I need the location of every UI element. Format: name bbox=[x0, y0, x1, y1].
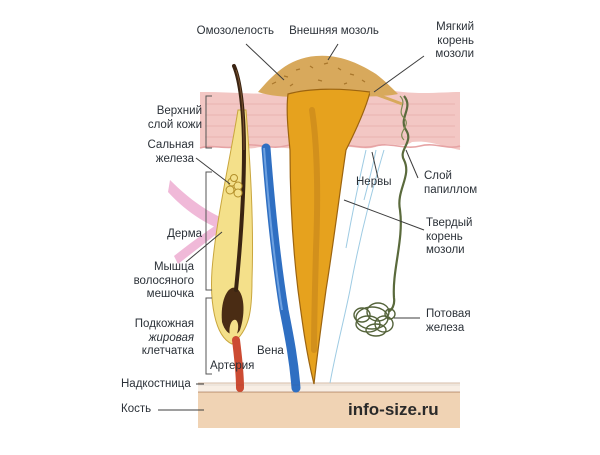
label-vena-text: Вена bbox=[257, 345, 284, 357]
label-podkozhnaya-line1: Подкожная bbox=[134, 318, 194, 330]
label-tverdyy-koren-line3: мозоли bbox=[426, 244, 465, 256]
callus-soft-root bbox=[369, 90, 403, 106]
hair-shaft-highlight bbox=[235, 69, 245, 151]
callus-hard-core bbox=[286, 88, 371, 385]
label-nadkostnitsa-text: Надкостница bbox=[121, 378, 191, 390]
label-omozolelost-text: Омозолелость bbox=[196, 25, 274, 37]
watermark: info-size.ru bbox=[348, 400, 439, 419]
label-tverdyy-koren: Твердый корень мозоли bbox=[426, 217, 472, 258]
label-kost: Кость bbox=[121, 403, 151, 417]
label-myshtsa-line3: мешочка bbox=[146, 288, 194, 300]
label-vneshnyaya-mozol: Внешняя мозоль bbox=[282, 25, 386, 39]
label-verkhniy-sloy: Верхний слой кожи bbox=[120, 105, 202, 132]
label-myagkiy-koren-line2: корень bbox=[437, 34, 474, 47]
label-sloy-papillom-line2: папиллом bbox=[424, 183, 478, 196]
label-podkozhnaya-line3: клетчатка bbox=[141, 345, 194, 357]
sweat-gland-duct-coil bbox=[399, 95, 407, 141]
left-brackets bbox=[205, 95, 212, 375]
label-myshtsa: Мышца волосяного мешочка bbox=[112, 261, 194, 302]
label-myagkiy-koren-line1: Мягкий bbox=[436, 21, 474, 33]
label-potovaya-zheleza-line1: Потовая bbox=[426, 308, 471, 320]
label-vneshnyaya-mozol-text: Внешняя мозоль bbox=[289, 25, 379, 37]
label-myshtsa-line1: Мышца bbox=[153, 261, 194, 273]
label-arteriya: Артерия bbox=[210, 360, 254, 374]
label-nadkostnitsa: Надкостница bbox=[121, 378, 191, 392]
artery bbox=[232, 336, 244, 392]
callus-core-shading bbox=[309, 107, 321, 353]
label-potovaya-zheleza: Потовая железа bbox=[426, 308, 471, 335]
label-salnaya-zheleza-line2: железа bbox=[155, 152, 194, 165]
sweat-gland-duct bbox=[387, 95, 410, 313]
arrector-pili-muscle bbox=[168, 180, 234, 234]
sweat-gland-coil bbox=[353, 302, 396, 337]
label-nervy-text: Нервы bbox=[356, 176, 392, 188]
label-arteriya-text: Артерия bbox=[210, 360, 255, 372]
label-sloy-papillom: Слой папиллом bbox=[424, 170, 477, 197]
label-kost-text: Кость bbox=[121, 403, 152, 415]
nerve-fiber-3 bbox=[363, 149, 377, 201]
label-tverdyy-koren-line1: Твердый bbox=[426, 217, 473, 229]
label-derma: Дерма bbox=[120, 228, 202, 242]
label-vena: Вена bbox=[257, 345, 284, 359]
leader-lines bbox=[185, 43, 460, 386]
label-nervy: Нервы bbox=[356, 176, 391, 190]
label-omozolelost: Омозолелость bbox=[150, 25, 274, 39]
label-podkozhnaya-line2: жировая bbox=[148, 331, 194, 344]
label-sloy-papillom-line1: Слой bbox=[424, 170, 452, 182]
label-verkhniy-sloy-line2: слой кожи bbox=[147, 118, 202, 131]
label-myshtsa-line2: волосяного bbox=[133, 274, 194, 287]
label-verkhniy-sloy-line1: Верхний bbox=[156, 105, 202, 117]
hair-bulb bbox=[221, 287, 244, 335]
vein bbox=[261, 143, 301, 393]
label-myagkiy-koren-line3: мозоли bbox=[435, 48, 474, 60]
hair-shaft bbox=[232, 64, 247, 292]
label-tverdyy-koren-line2: корень bbox=[426, 230, 463, 243]
callus-texture bbox=[271, 62, 366, 87]
label-potovaya-zheleza-line2: железа bbox=[426, 321, 465, 334]
nerve-fiber-1 bbox=[329, 149, 385, 384]
label-myagkiy-koren: Мягкий корень мозоли bbox=[408, 21, 474, 62]
bone-layer bbox=[198, 392, 460, 428]
nerve-fiber-2 bbox=[345, 149, 367, 249]
hair-bulb-papilla bbox=[229, 319, 239, 340]
label-salnaya-zheleza: Сальная железа bbox=[120, 139, 194, 166]
periosteum-layer bbox=[198, 383, 460, 391]
label-podkozhnaya: Подкожная жировая клетчатка bbox=[112, 318, 194, 359]
label-salnaya-zheleza-line1: Сальная bbox=[147, 139, 194, 151]
callus-surface bbox=[258, 55, 398, 97]
label-derma-text: Дерма bbox=[167, 228, 202, 240]
vein-highlight bbox=[263, 147, 283, 311]
